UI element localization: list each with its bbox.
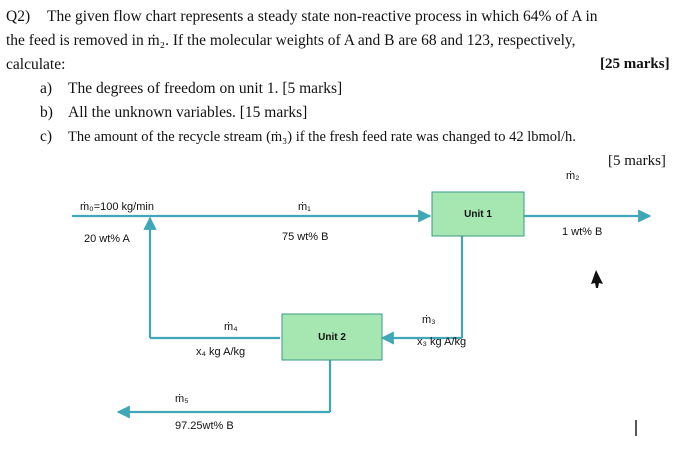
m1-label: ṁ₁	[298, 201, 311, 213]
question-line-2: the feed is removed in ṁ₂. If the molecu…	[6, 32, 576, 49]
unit-1-label: Unit 1	[464, 209, 492, 220]
question-line-3: calculate:	[6, 56, 66, 73]
question-line-1: The given flow chart represents a steady…	[47, 8, 598, 25]
part-a-label: a)	[40, 80, 53, 97]
m2-label: ṁ₂	[566, 170, 579, 182]
m3-composition: x₃ kg A/kg	[417, 336, 466, 348]
m2-composition: 1 wt% B	[562, 226, 602, 238]
question-number: Q2)	[6, 8, 31, 25]
unit-2-label: Unit 2	[318, 332, 346, 343]
m5-composition: 97.25wt% B	[175, 420, 234, 432]
part-c-marks: [5 marks]	[608, 153, 666, 169]
part-c-text: The amount of the recycle stream (ṁ₃) if…	[68, 129, 576, 145]
feed-label: ṁ₀=100 kg/min	[80, 201, 154, 213]
m1-composition: 75 wt% B	[282, 231, 328, 243]
part-c-label: c)	[40, 128, 53, 145]
m5-label: ṁ₅	[175, 393, 189, 405]
part-a-text: The degrees of freedom on unit 1. [5 mar…	[68, 80, 343, 97]
part-b-text: All the unknown variables. [15 marks]	[68, 104, 308, 121]
total-marks: [25 marks]	[600, 56, 670, 72]
m4-label: ṁ₄	[224, 321, 238, 333]
part-b-label: b)	[40, 104, 53, 121]
unit-2-box	[281, 313, 383, 361]
cursor-icon	[591, 270, 603, 288]
m3-label: ṁ₃	[422, 314, 436, 326]
m4-composition: x₄ kg A/kg	[196, 346, 245, 358]
feed-composition: 20 wt% A	[84, 233, 131, 245]
unit-1-box	[431, 191, 525, 237]
